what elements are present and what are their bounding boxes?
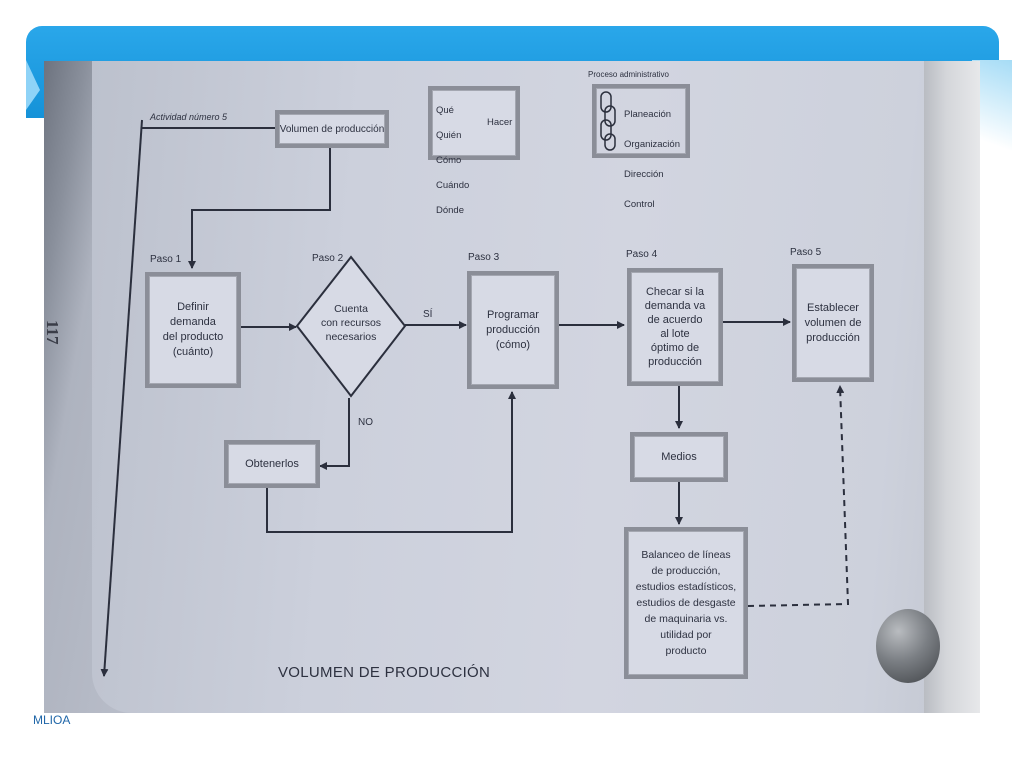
activity-label: Actividad número 5 [150, 112, 228, 122]
questions-target: Hacer [487, 117, 513, 128]
process-title: Proceso administrativo [588, 70, 669, 79]
step4-label: Paso 4 [626, 249, 658, 260]
footer-text: MLIOA [33, 713, 71, 727]
step3-label: Paso 3 [468, 252, 500, 263]
obtain-box: Obtenerlos [224, 440, 320, 488]
process-step: Control [624, 199, 655, 210]
question-item: Quién [436, 129, 462, 141]
process-step: Dirección [624, 169, 664, 180]
step2-label: Paso 2 [312, 253, 344, 264]
no-to-obtain-arrow [319, 398, 350, 470]
step1-label: Paso 1 [150, 254, 182, 265]
step3-box: Programar producción (cómo) [467, 271, 559, 389]
no-label: NO [358, 417, 373, 428]
yes-label: SÍ [423, 309, 433, 320]
diagram-title: VOLUMEN DE PRODUCCIÓN [278, 664, 491, 681]
process-step: Organización [624, 139, 680, 150]
question-item: Cuándo [436, 179, 470, 191]
balance-to-step5-dashed-arrow [747, 385, 850, 607]
process-box: Planeación Organización Dirección Contro… [592, 84, 690, 210]
means-box: Medios [630, 432, 728, 482]
step1-box: Definir demanda del producto (cuánto) [145, 272, 241, 388]
questions-box: Qué Quién Cómo Cuándo Dónde [428, 86, 520, 216]
question-item: Cómo [436, 154, 462, 166]
decision-diamond [295, 255, 407, 398]
process-step: Planeación [624, 109, 672, 120]
header-corner-decoration [26, 60, 40, 110]
step2-diamond-text: Cuenta con recursos necesarios [320, 303, 382, 343]
question-item: Qué [436, 104, 454, 116]
spine-arrow [100, 119, 143, 677]
monitor-edge [924, 61, 980, 713]
volume-box: Volumen de producción [275, 110, 389, 148]
balance-box: Balanceo de líneas de producción, estudi… [624, 527, 748, 679]
obtain-to-step3-arrow [266, 391, 516, 533]
chain-links-icon [600, 91, 616, 151]
page-number: 117 [43, 320, 62, 345]
step5-box: Establecer volumen de producción [792, 264, 874, 382]
question-item: Dónde [436, 204, 464, 216]
trackball [876, 609, 940, 683]
step4-box: Checar si la demanda va de acuerdo al lo… [627, 268, 723, 386]
step5-label: Paso 5 [790, 247, 822, 258]
volume-to-step1-arrow [188, 148, 331, 269]
